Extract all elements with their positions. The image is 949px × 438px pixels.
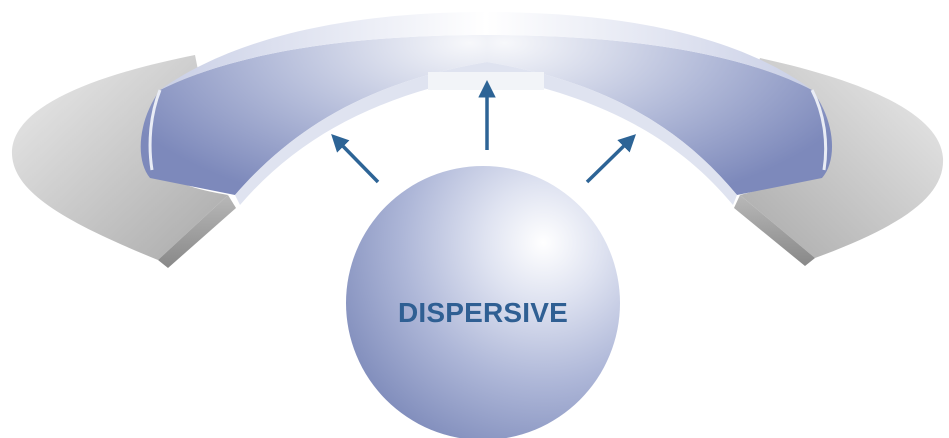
outer-ring-left [11, 55, 236, 268]
arrow-up-left [331, 133, 380, 184]
dispersive-sphere: DISPERSIVE [346, 166, 620, 438]
sphere-label: DISPERSIVE [398, 297, 568, 328]
arrow-up-right [585, 134, 637, 184]
arrow-group [331, 80, 637, 184]
band-crown-highlight [160, 12, 812, 90]
